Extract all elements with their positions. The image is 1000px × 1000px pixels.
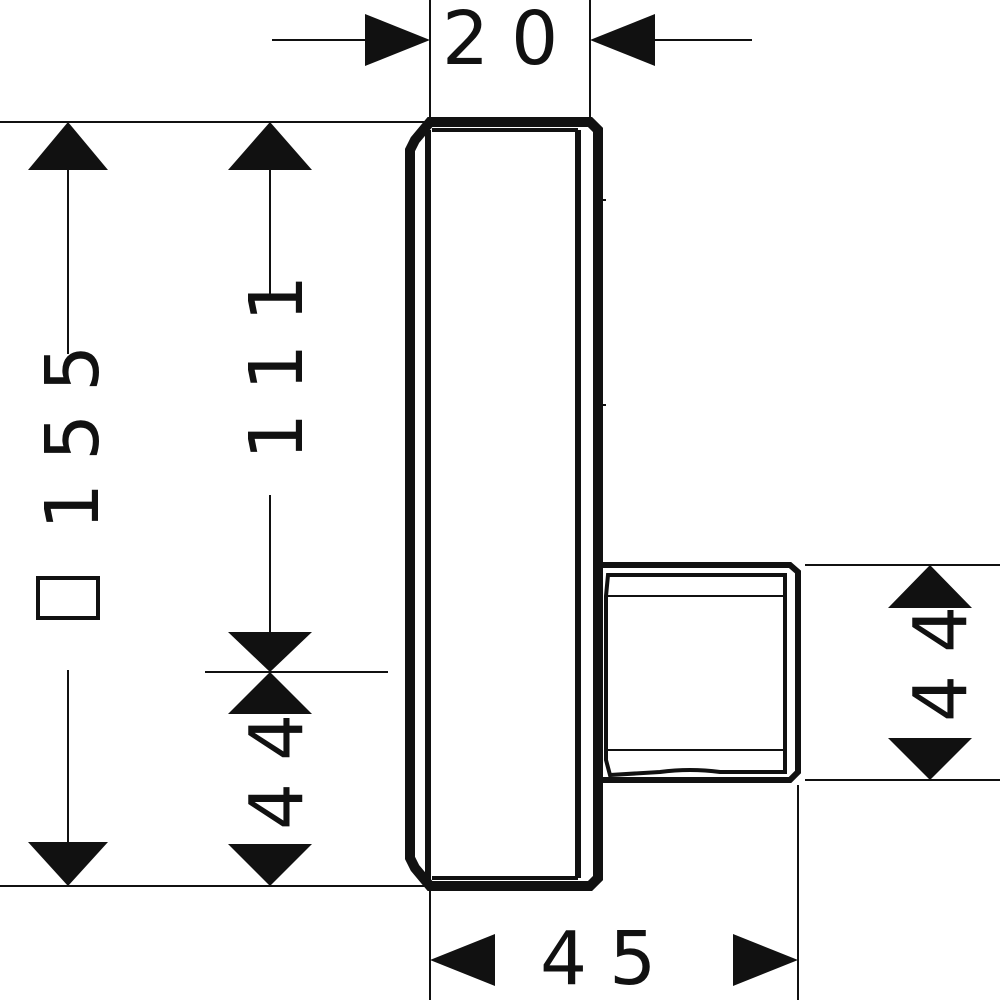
dimension-lower-left-44: 44 xyxy=(228,672,320,886)
dimension-bottom-45: 45 xyxy=(430,916,798,1000)
dimension-label-right: 44 xyxy=(898,584,984,722)
dimension-label-lower-left: 44 xyxy=(234,692,320,830)
dimension-label-bottom: 45 xyxy=(540,916,678,1000)
dimension-label-111: 111 xyxy=(234,253,320,460)
arrowhead-icon xyxy=(590,14,655,66)
arrowhead-icon xyxy=(228,672,312,714)
arrowhead-icon xyxy=(28,122,108,170)
dimension-label-top: 20 xyxy=(442,0,580,82)
body-outline xyxy=(405,117,606,891)
square-symbol-icon xyxy=(36,576,100,620)
arrowhead-icon xyxy=(888,565,972,608)
dimension-left-155: 155 xyxy=(28,122,116,886)
dimension-middle-111: 111 xyxy=(228,122,320,672)
dimension-right-44: 44 xyxy=(888,565,984,780)
arrowhead-icon xyxy=(365,14,430,66)
arrowhead-icon xyxy=(733,934,798,986)
dimension-top-20: 20 xyxy=(272,0,752,82)
arrowhead-icon xyxy=(228,632,312,672)
arrowhead-icon xyxy=(430,934,495,986)
arrowhead-icon xyxy=(888,738,972,780)
arrowhead-icon xyxy=(28,842,108,886)
arrowhead-icon xyxy=(228,122,312,170)
knob-outline xyxy=(598,562,801,783)
arrowhead-icon xyxy=(228,844,312,886)
dimension-label-155: 155 xyxy=(30,323,116,530)
